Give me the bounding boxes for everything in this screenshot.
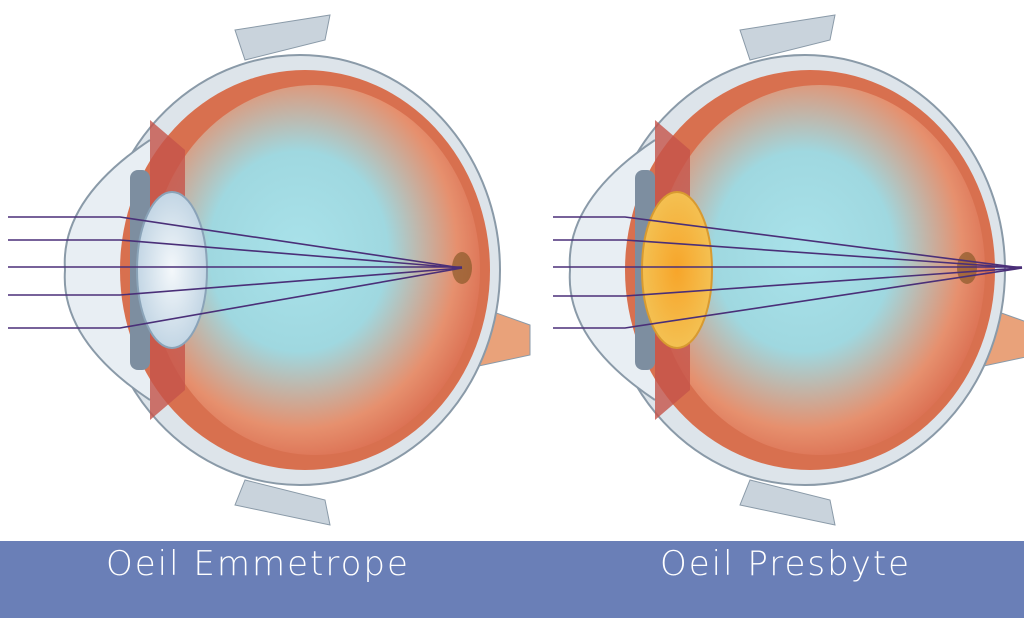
presbyopic-eye	[553, 14, 1024, 526]
presbyopic-lens	[641, 191, 713, 349]
caption-banner	[0, 541, 1024, 618]
label-emmetropic-eye: Oeil Emmetrope	[106, 544, 410, 584]
light-rays-emmetropic	[8, 216, 463, 329]
light-rays-presbyopic	[553, 216, 1023, 329]
normal-lens	[136, 191, 208, 349]
emmetropic-eye	[8, 14, 531, 526]
label-presbyopic-eye: Oeil Presbyte	[660, 544, 912, 584]
